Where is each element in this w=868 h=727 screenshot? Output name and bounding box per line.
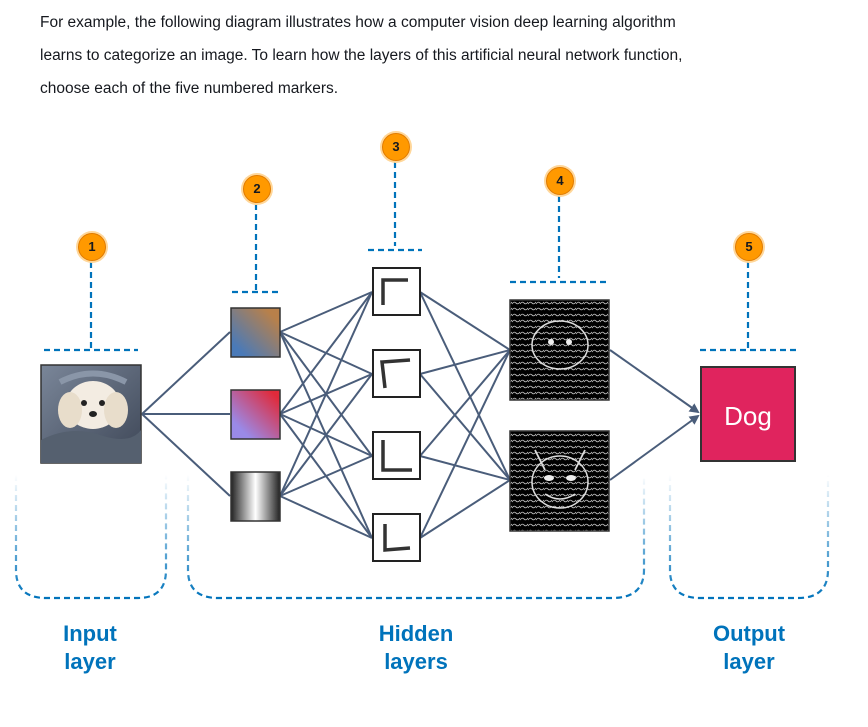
marker-leaders <box>44 162 797 352</box>
hidden-layer-edges <box>372 267 421 562</box>
cat-feature-map <box>509 430 610 532</box>
intro-line-3: choose each of the five numbered markers… <box>40 80 339 97</box>
gradient-node-3 <box>230 471 281 522</box>
input-layer-label: Input layer <box>30 620 150 676</box>
marker-3-button[interactable]: 3 <box>382 133 410 161</box>
hidden-layers-label-line1: Hidden <box>378 621 454 646</box>
output-layer-label: Output layer <box>689 620 809 676</box>
hidden-layer-gradients <box>230 307 281 522</box>
layer-brackets <box>14 475 830 600</box>
marker-4-button[interactable]: 4 <box>546 167 574 195</box>
marker-1-button[interactable]: 1 <box>78 233 106 261</box>
gradient-node-2 <box>230 389 281 440</box>
hidden-layers-label: Hidden layers <box>356 620 476 676</box>
network-connections <box>141 291 700 539</box>
intro-line-2: learns to categorize an image. To learn … <box>40 47 683 64</box>
marker-2-button[interactable]: 2 <box>243 175 271 203</box>
dog-feature-map <box>509 299 610 401</box>
intro-line-1: For example, the following diagram illus… <box>40 14 676 31</box>
marker-5-button[interactable]: 5 <box>735 233 763 261</box>
gradient-node-1 <box>230 307 281 358</box>
hidden-layer-feature-maps <box>509 299 610 532</box>
output-layer-label-line2: layer <box>723 649 775 674</box>
output-node-dog: Dog <box>700 366 796 462</box>
input-layer-label-line2: layer <box>64 649 116 674</box>
input-dog-image <box>40 364 142 464</box>
input-layer-label-line1: Input <box>63 621 117 646</box>
intro-text: For example, the following diagram illus… <box>40 6 840 105</box>
output-layer-label-line1: Output <box>712 621 786 646</box>
hidden-layers-label-line2: layers <box>384 649 448 674</box>
